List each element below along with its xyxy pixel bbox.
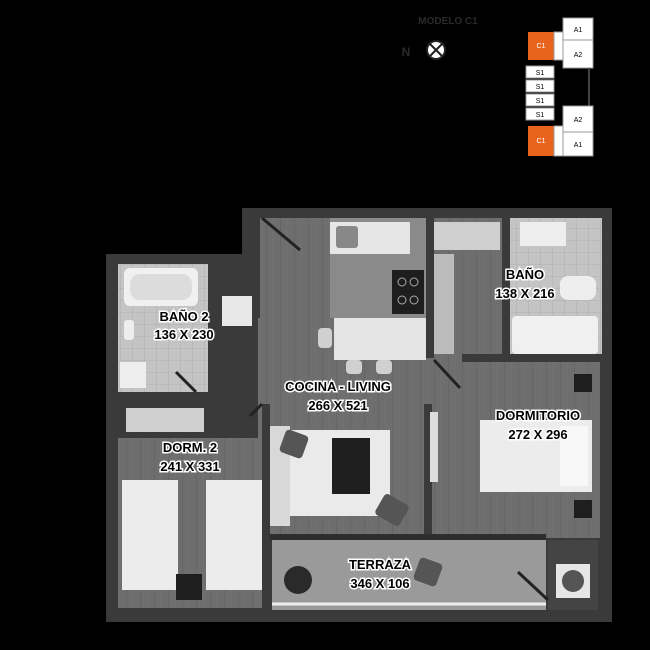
key-unit-s1 xyxy=(525,93,555,107)
room-name-terraza: TERRAZA xyxy=(349,557,412,572)
sink-icon xyxy=(120,362,146,388)
nightstand-icon xyxy=(574,500,592,518)
key-plan: MODELO C1 N A1 A2 A2 A1 C1 C1 S1 S1 S1 S… xyxy=(402,16,594,157)
key-unit-label: C1 xyxy=(537,138,546,145)
key-unit-s1 xyxy=(525,65,555,79)
toilet-icon xyxy=(124,320,134,340)
room-dims-bano2: 136 X 230 xyxy=(154,327,213,342)
key-unit-c1-bottom xyxy=(528,126,554,156)
nightstand-icon xyxy=(176,574,202,600)
shower-tub-icon xyxy=(512,316,598,354)
room-dims-cocina-living: 266 X 521 xyxy=(308,398,367,413)
model-label: MODELO C1 xyxy=(418,16,478,27)
room-name-bano2: BAÑO 2 xyxy=(159,309,208,324)
room-name-dorm2: DORM. 2 xyxy=(163,440,217,455)
key-unit-label: A2 xyxy=(574,117,583,124)
closet xyxy=(126,408,204,432)
sink-icon xyxy=(336,226,358,248)
key-unit-label: A1 xyxy=(574,27,583,34)
cooktop-icon xyxy=(392,270,424,314)
chair-icon xyxy=(413,557,443,587)
plant-icon xyxy=(284,566,312,594)
key-unit-s1 xyxy=(525,79,555,93)
armchair-icon xyxy=(279,429,309,459)
key-unit-label: S1 xyxy=(536,112,545,119)
room-name-dormitorio: DORMITORIO xyxy=(496,408,580,423)
terraza-floor xyxy=(272,538,546,610)
single-bed-icon xyxy=(122,480,178,590)
closet xyxy=(434,254,454,354)
toilet-icon xyxy=(560,276,596,300)
room-dims-dormitorio: 272 X 296 xyxy=(508,427,567,442)
north-compass-icon xyxy=(426,40,446,60)
apartment-plan xyxy=(106,208,612,622)
key-unit-a1-bottom xyxy=(562,131,594,157)
key-unit-label: A1 xyxy=(574,142,583,149)
unit-label: N xyxy=(402,45,411,59)
key-unit-label: S1 xyxy=(536,84,545,91)
key-unit-label: A2 xyxy=(574,52,583,59)
key-unit-c1-top xyxy=(528,32,554,60)
single-bed-icon xyxy=(206,480,262,590)
room-dims-terraza: 346 X 106 xyxy=(350,576,409,591)
closet xyxy=(434,222,500,250)
room-labels: BAÑO 2 136 X 230 COCINA - LIVING 266 X 5… xyxy=(153,266,582,593)
room-dims-bano: 138 X 216 xyxy=(495,286,554,301)
room-dims-dorm2: 241 X 331 xyxy=(160,459,219,474)
sink-icon xyxy=(520,222,566,246)
armchair-icon xyxy=(375,494,409,526)
room-name-bano: BAÑO xyxy=(506,267,544,282)
room-name-cocina-living: COCINA - LIVING xyxy=(285,379,391,394)
key-unit-label: C1 xyxy=(537,43,546,50)
key-unit-label: S1 xyxy=(536,98,545,105)
key-unit-label: S1 xyxy=(536,70,545,77)
tv-icon xyxy=(430,412,438,482)
nightstand-icon xyxy=(574,374,592,392)
key-unit-s1 xyxy=(525,107,555,121)
coffee-table-icon xyxy=(332,438,370,494)
kitchen-island xyxy=(334,318,426,360)
